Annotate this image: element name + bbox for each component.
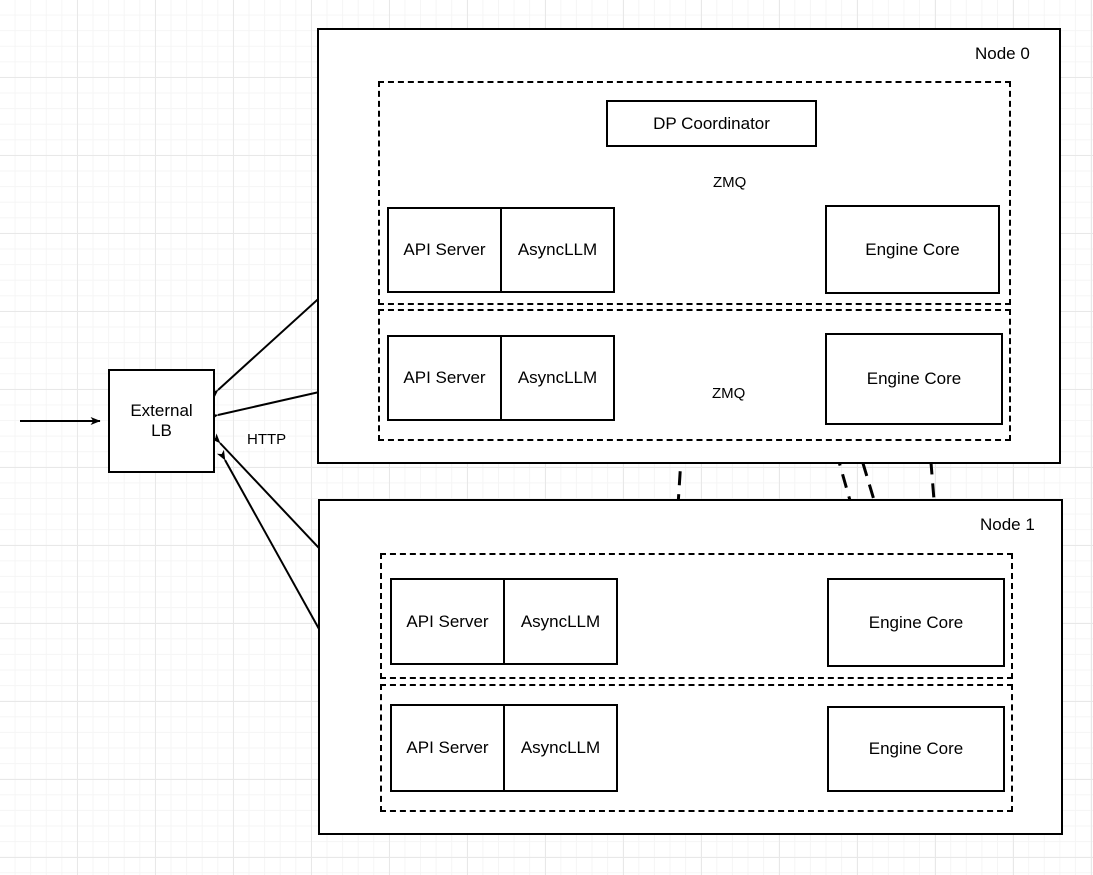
node-1-label: Node 1	[980, 515, 1035, 534]
asyncllm-label: AsyncLLM	[500, 337, 613, 419]
api-server-label: API Server	[406, 738, 489, 757]
zmq-edge-label-row1: ZMQ	[711, 174, 749, 192]
node-0-group-2-engine-core[interactable]: Engine Core	[825, 333, 1003, 425]
api-server-label: API Server	[403, 240, 486, 259]
external-lb-label-line2: LB	[151, 421, 172, 440]
dp-coordinator-box[interactable]: DP Coordinator	[606, 100, 817, 147]
node-1-group-1	[380, 553, 1013, 679]
engine-core-label: Engine Core	[866, 369, 962, 388]
node-0-label: Node 0	[975, 44, 1030, 63]
external-lb-box[interactable]: External LB	[108, 369, 215, 473]
engine-core-label: Engine Core	[868, 739, 964, 758]
node-1-group-2-api-box[interactable]: API Server AsyncLLM	[390, 704, 618, 792]
zmq-edge-label-row2: ZMQ	[710, 385, 748, 403]
node-1-group-2-engine-core[interactable]: Engine Core	[827, 706, 1005, 792]
dp-coordinator-label: DP Coordinator	[653, 113, 770, 133]
node-1-group-1-api-box[interactable]: API Server AsyncLLM	[390, 578, 618, 665]
engine-core-label: Engine Core	[868, 612, 964, 632]
api-server-label: API Server	[406, 611, 489, 631]
engine-core-label: Engine Core	[865, 239, 960, 259]
api-server-label: API Server	[403, 368, 486, 387]
node-0-group-1	[378, 81, 1011, 305]
node-0-group-1-api-box[interactable]: API Server AsyncLLM	[387, 207, 615, 293]
node-0-group-1-engine-core[interactable]: Engine Core	[825, 205, 1000, 294]
asyncllm-label: AsyncLLM	[500, 209, 613, 291]
node-0-group-2	[378, 309, 1011, 441]
node-0-group-2-api-box[interactable]: API Server AsyncLLM	[387, 335, 615, 421]
node-1-group-1-engine-core[interactable]: Engine Core	[827, 578, 1005, 667]
external-lb-label-line1: External	[130, 401, 193, 420]
asyncllm-label: AsyncLLM	[503, 706, 616, 790]
node-1-group-2	[380, 684, 1013, 812]
http-edge-label: HTTP	[245, 431, 289, 449]
asyncllm-label: AsyncLLM	[503, 580, 616, 663]
